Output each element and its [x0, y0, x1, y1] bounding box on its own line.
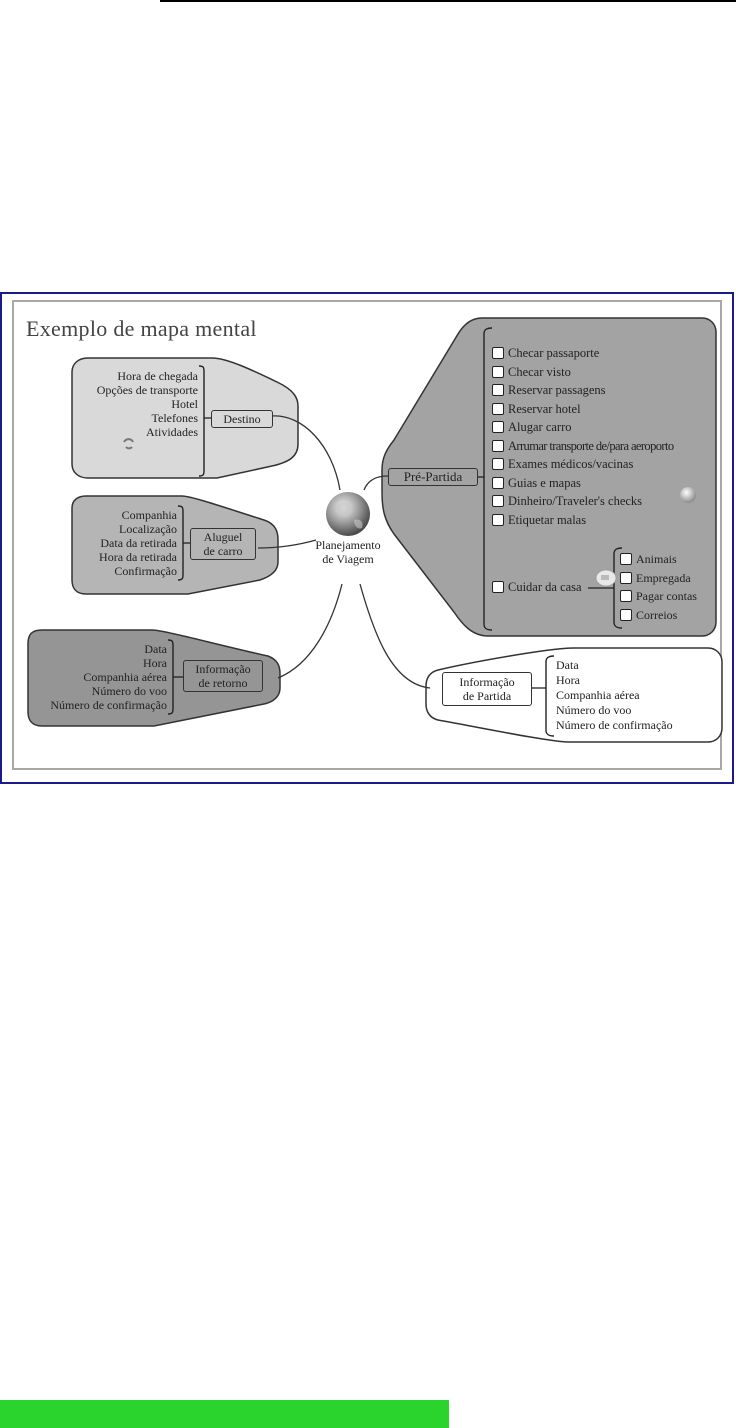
top-rule [160, 0, 736, 2]
casa-checklist: Animais Empregada Pagar contas Correios [620, 550, 697, 624]
checkbox[interactable] [620, 590, 632, 602]
checklist-item[interactable]: Exames médicos/vacinas [492, 455, 673, 474]
aluguel-item: Localização [119, 522, 177, 536]
mind-map-shapes [27, 317, 723, 743]
checklist-item[interactable]: Guias e mapas [492, 474, 673, 493]
casa-subitem[interactable]: Empregada [620, 569, 697, 588]
figure-title: Exemplo de mapa mental [26, 316, 257, 341]
retorno-item: Data [144, 642, 167, 656]
checkbox[interactable] [492, 365, 504, 378]
partida-shape [425, 647, 723, 743]
aluguel-label-line2: de carro [203, 544, 243, 558]
partida-item: Data [556, 658, 579, 672]
checkbox[interactable] [620, 553, 632, 565]
center-label-line1: Planejamento [315, 538, 381, 552]
aluguel-item-list: Companhia Localização Data da retirada H… [62, 508, 177, 578]
partida-bracket [545, 655, 555, 737]
checkbox[interactable] [620, 571, 632, 584]
house-icon [595, 569, 617, 587]
checklist-item[interactable]: Checar visto [492, 363, 673, 382]
pre-partida-bracket [483, 327, 493, 631]
aluguel-node: Aluguel de carro [190, 528, 256, 560]
retorno-item-list: Data Hora Companhia aérea Número do voo … [12, 642, 167, 712]
checkbox[interactable] [492, 458, 504, 470]
pre-partida-checklist: Checar passaporte Checar visto Reservar … [492, 344, 674, 530]
partida-item: Número do voo [556, 703, 632, 717]
checkbox[interactable] [492, 439, 504, 452]
link-partida [359, 583, 431, 689]
checklist-item[interactable]: Reservar hotel [492, 400, 673, 419]
casa-item[interactable]: Cuidar da casa [492, 580, 582, 594]
pre-partida-node: Pré-Partida [388, 468, 478, 486]
figure-frame: Exemplo de mapa mental Hora de chegada O… [0, 292, 734, 784]
checkbox[interactable] [492, 513, 504, 526]
link-pre-partida [363, 475, 389, 491]
destino-item: Hotel [171, 397, 198, 411]
destino-item: Telefones [151, 411, 198, 425]
checklist-item[interactable]: Checar passaporte [492, 344, 673, 363]
retorno-item: Companhia aérea [83, 670, 167, 684]
aluguel-item: Data da retirada [100, 536, 177, 550]
retorno-label-line1: Informação [195, 662, 251, 676]
partida-label-line2: de Partida [462, 689, 512, 703]
destino-label: Destino [223, 412, 261, 426]
checkbox[interactable] [492, 476, 504, 489]
checkbox[interactable] [492, 384, 504, 396]
link-aluguel [257, 539, 317, 549]
link-destino [271, 415, 341, 491]
aluguel-item: Hora da retirada [99, 550, 177, 564]
checklist-item[interactable]: Arrumar transporte de/para aeroporto [492, 437, 674, 456]
retorno-label-line2: de retorno [198, 676, 248, 690]
checkbox[interactable] [492, 421, 504, 433]
partida-label-line1: Informação [459, 675, 515, 689]
destino-item-list: Hora de chegada Opções de transporte Hot… [62, 369, 198, 439]
pre-partida-shape [381, 317, 717, 637]
retorno-item: Número de confirmação [50, 698, 167, 712]
bottom-green-bar [0, 1400, 449, 1428]
retorno-item: Hora [143, 656, 167, 670]
retorno-item: Número do voo [91, 684, 167, 698]
pre-partida-label: Pré-Partida [403, 469, 463, 484]
retorno-node: Informação de retorno [183, 660, 263, 692]
checkbox[interactable] [492, 581, 504, 593]
destino-item: Opções de transporte [96, 383, 198, 397]
checkbox[interactable] [492, 402, 504, 415]
coin-icon [680, 487, 696, 503]
casa-subitem[interactable]: Animais [620, 550, 697, 569]
globe-icon [326, 492, 370, 536]
checklist-item[interactable]: Etiquetar malas [492, 511, 673, 530]
phone-icon [123, 438, 134, 450]
retorno-shape [27, 629, 281, 727]
partida-item: Número de confirmação [556, 718, 673, 732]
destino-item: Atividades [146, 425, 198, 439]
partida-item: Companhia aérea [556, 688, 640, 702]
link-retorno [277, 583, 343, 679]
partida-node: Informação de Partida [442, 672, 532, 706]
checkbox[interactable] [492, 347, 504, 359]
checklist-item[interactable]: Dinheiro/Traveler's checks [492, 492, 673, 511]
partida-item-list: Data Hora Companhia aérea Número do voo … [556, 658, 673, 733]
casa-subitem[interactable]: Correios [620, 606, 697, 625]
aluguel-label-line1: Aluguel [203, 530, 243, 544]
checkbox[interactable] [492, 495, 504, 507]
checkbox[interactable] [620, 608, 632, 621]
checklist-item[interactable]: Reservar passagens [492, 381, 673, 400]
destino-node: Destino [211, 410, 273, 428]
center-label: Planejamento de Viagem [302, 538, 394, 566]
checklist-item[interactable]: Alugar carro [492, 418, 673, 437]
aluguel-shape [71, 495, 279, 595]
destino-bracket [198, 365, 205, 477]
center-label-line2: de Viagem [322, 552, 374, 566]
partida-item: Hora [556, 673, 580, 687]
aluguel-item: Confirmação [114, 564, 177, 578]
destino-item: Hora de chegada [117, 369, 198, 383]
casa-subitem[interactable]: Pagar contas [620, 587, 697, 606]
aluguel-item: Companhia [121, 508, 177, 522]
